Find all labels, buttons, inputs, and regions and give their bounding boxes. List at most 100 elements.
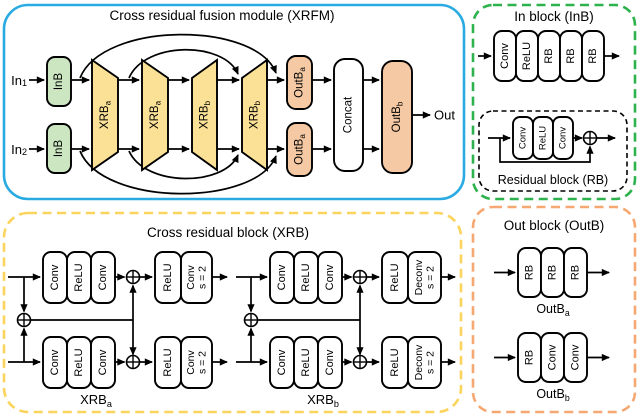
svg-text:InB: InB xyxy=(53,73,65,91)
svg-text:Conv: Conv xyxy=(49,349,61,375)
residual-block-caption: Residual block (RB) xyxy=(498,173,608,187)
rb-skip-path xyxy=(499,138,594,163)
svg-text:InB: InB xyxy=(53,140,65,158)
svg-text:ReLU: ReLU xyxy=(538,126,549,150)
svg-text:ReLU: ReLU xyxy=(521,42,533,70)
svg-text:OutBa: OutBa xyxy=(294,134,307,165)
skip-arc-outer-top xyxy=(79,33,277,79)
xrbb-top-sum-junction xyxy=(352,269,368,285)
outba-block-top: OutBa xyxy=(286,55,313,110)
svg-text:Conv: Conv xyxy=(97,264,109,290)
svg-text:XRBa: XRBa xyxy=(99,100,112,129)
inb-block-top: InB xyxy=(46,56,72,107)
skip-arc-inner-top xyxy=(128,48,239,79)
residual-block-subpanel: Conv ReLU Conv Residual block (RB) xyxy=(478,110,628,192)
svg-text:Deconv: Deconv xyxy=(413,344,425,380)
xrbb-bottom-sum-junction xyxy=(352,354,368,370)
svg-text:RB: RB xyxy=(587,48,599,63)
outba-block-bottom: OutBa xyxy=(286,122,313,177)
outbb-block: OutBb xyxy=(381,60,413,174)
xrbb-bottom-out-stack: ReLU Deconv s = 2 xyxy=(381,336,442,389)
svg-text:OutBb: OutBb xyxy=(391,101,404,132)
svg-text:RB: RB xyxy=(570,265,582,280)
svg-text:Conv: Conv xyxy=(324,264,336,290)
svg-text:s = 2: s = 2 xyxy=(425,266,437,289)
svg-text:ReLU: ReLU xyxy=(73,263,85,291)
svg-text:s = 2: s = 2 xyxy=(425,351,437,374)
svg-text:ReLU: ReLU xyxy=(300,348,312,376)
xrbb-top-conv-stack: Conv ReLU Conv xyxy=(269,251,343,304)
svg-text:ReLU: ReLU xyxy=(300,263,312,291)
svg-text:RB: RB xyxy=(547,265,559,280)
svg-text:ReLU: ReLU xyxy=(389,263,401,291)
svg-text:Conv: Conv xyxy=(185,264,197,289)
rb-sum-junction xyxy=(582,130,598,146)
xrba-bottom-conv-stack: Conv ReLU Conv xyxy=(42,336,116,389)
xrfm-panel: Cross residual fusion module (XRFM) xyxy=(2,3,466,201)
svg-text:ReLU: ReLU xyxy=(73,348,85,376)
inb-panel: In block (InB) Conv ReLU RB RB RB Conv R… xyxy=(471,3,637,201)
svg-text:s = 2: s = 2 xyxy=(197,351,209,374)
svg-text:ReLU: ReLU xyxy=(162,263,174,291)
xrb-trapezoid-2: XRBa xyxy=(141,58,169,172)
output-label: Out xyxy=(434,108,455,123)
input2-label: In2 xyxy=(11,142,27,158)
svg-text:RB: RB xyxy=(543,48,555,63)
skip-arc-inner-bottom xyxy=(128,150,239,180)
outba-caption: OutBa xyxy=(536,302,570,318)
svg-text:Conv: Conv xyxy=(97,349,109,375)
deconv-s2-label: Deconv s = 2 xyxy=(413,344,437,380)
svg-text:XRBa: XRBa xyxy=(149,100,162,129)
svg-text:Deconv: Deconv xyxy=(413,259,425,295)
svg-text:Conv: Conv xyxy=(276,349,288,375)
xrbb-bottom-conv-stack: Conv ReLU Conv xyxy=(269,336,343,389)
svg-text:Conv: Conv xyxy=(547,344,559,370)
xrb-title: Cross residual block (XRB) xyxy=(147,225,309,240)
outb-title: Out block (OutB) xyxy=(504,218,605,233)
xrbb-cross-sum-junction xyxy=(243,312,259,328)
outba-row: RB RB RB OutBa xyxy=(494,247,611,318)
svg-text:Concat: Concat xyxy=(343,96,355,133)
svg-text:RB: RB xyxy=(524,265,536,280)
residual-block-border xyxy=(478,110,628,192)
xrb-panel: Cross residual block (XRB) xyxy=(2,211,463,414)
xrbb-top-out-stack: ReLU Deconv s = 2 xyxy=(381,251,442,304)
xrba-bottom-out-stack: ReLU Conv s = 2 xyxy=(154,336,213,389)
svg-text:Conv: Conv xyxy=(570,344,582,370)
xrfm-skip-arcs xyxy=(79,33,277,195)
svg-text:Conv: Conv xyxy=(276,264,288,290)
deconv-s2-label: Deconv s = 2 xyxy=(413,259,437,295)
xrba-bottom-sum-junction xyxy=(125,354,141,370)
svg-text:XRBb: XRBb xyxy=(199,100,212,129)
input1-label: In1 xyxy=(11,73,27,89)
svg-text:RB: RB xyxy=(524,350,536,365)
inb-block-row: Conv ReLU RB RB RB xyxy=(493,30,605,82)
svg-text:ReLU: ReLU xyxy=(389,348,401,376)
svg-text:Conv: Conv xyxy=(185,349,197,374)
xrba-diagram: Conv ReLU Conv ReLU Conv s = 2 Conv ReLU xyxy=(8,251,229,409)
xrb-trapezoid-4: XRBb xyxy=(241,58,268,172)
inb-title: In block (InB) xyxy=(514,9,594,24)
outb-panel: Out block (OutB) RB RB RB OutBa RB Conv … xyxy=(471,205,637,414)
xrb-trapezoid-3: XRBb xyxy=(191,58,218,172)
xrfm-flow-arrows xyxy=(29,76,432,153)
svg-text:Conv: Conv xyxy=(49,264,61,290)
concat-block: Concat xyxy=(333,58,364,172)
svg-text:ReLU: ReLU xyxy=(162,348,174,376)
xrbb-wiring xyxy=(236,273,457,366)
xrba-cross-sum-junction xyxy=(16,312,32,328)
xrba-caption: XRBa xyxy=(80,392,113,409)
skip-arc-outer-bottom xyxy=(79,150,277,195)
xrfm-title: Cross residual fusion module (XRFM) xyxy=(109,8,334,23)
outbb-caption: OutBb xyxy=(536,387,570,403)
xrba-wiring xyxy=(8,273,229,366)
xrba-top-sum-junction xyxy=(125,269,141,285)
svg-text:Conv: Conv xyxy=(558,127,569,149)
svg-text:OutBa: OutBa xyxy=(294,67,307,98)
outbb-row: RB Conv Conv OutBb xyxy=(494,332,611,403)
xrba-top-out-stack: ReLU Conv s = 2 xyxy=(154,251,213,304)
svg-text:Conv: Conv xyxy=(499,43,511,69)
xrbb-diagram: Conv ReLU Conv ReLU Deconv s = 2 Conv Re… xyxy=(236,251,457,409)
